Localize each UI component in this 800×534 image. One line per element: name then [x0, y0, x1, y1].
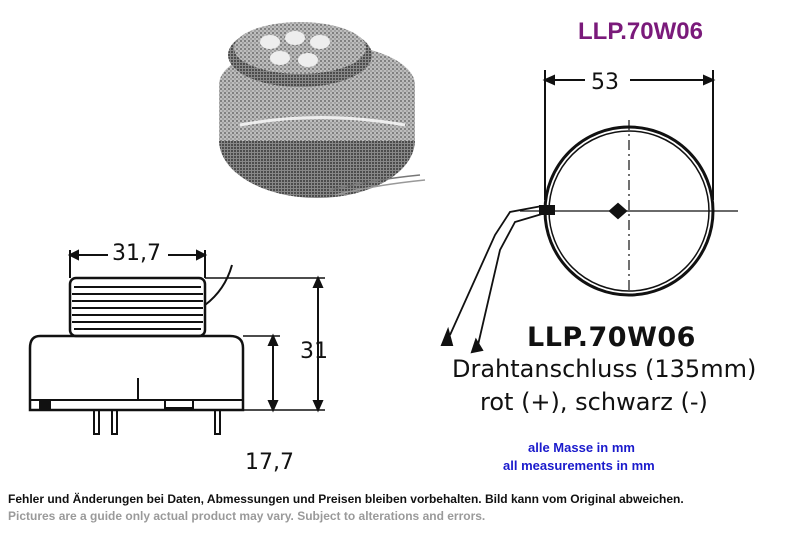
spec-model-label: LLP.70W06	[527, 322, 696, 353]
dimension-height: 31	[300, 339, 328, 364]
top-view-drawing	[440, 70, 738, 354]
disclaimer-english: Pictures are a guide only actual product…	[8, 509, 486, 523]
buzzer-photo-icon	[219, 22, 426, 198]
spec-color-label: rot (+), schwarz (-)	[480, 388, 708, 416]
side-view-drawing	[28, 249, 325, 435]
dimension-base-height: 17,7	[245, 450, 294, 475]
dimension-top-width: 31,7	[112, 241, 161, 266]
measurement-note-english: all measurements in mm	[503, 458, 655, 473]
disclaimer-german: Fehler und Änderungen bei Daten, Abmessu…	[8, 492, 684, 506]
model-title: LLP.70W06	[578, 18, 703, 45]
dimension-diameter: 53	[591, 70, 619, 95]
spec-wire-label: Drahtanschluss (135mm)	[452, 355, 757, 383]
measurement-note-german: alle Masse in mm	[528, 440, 635, 455]
